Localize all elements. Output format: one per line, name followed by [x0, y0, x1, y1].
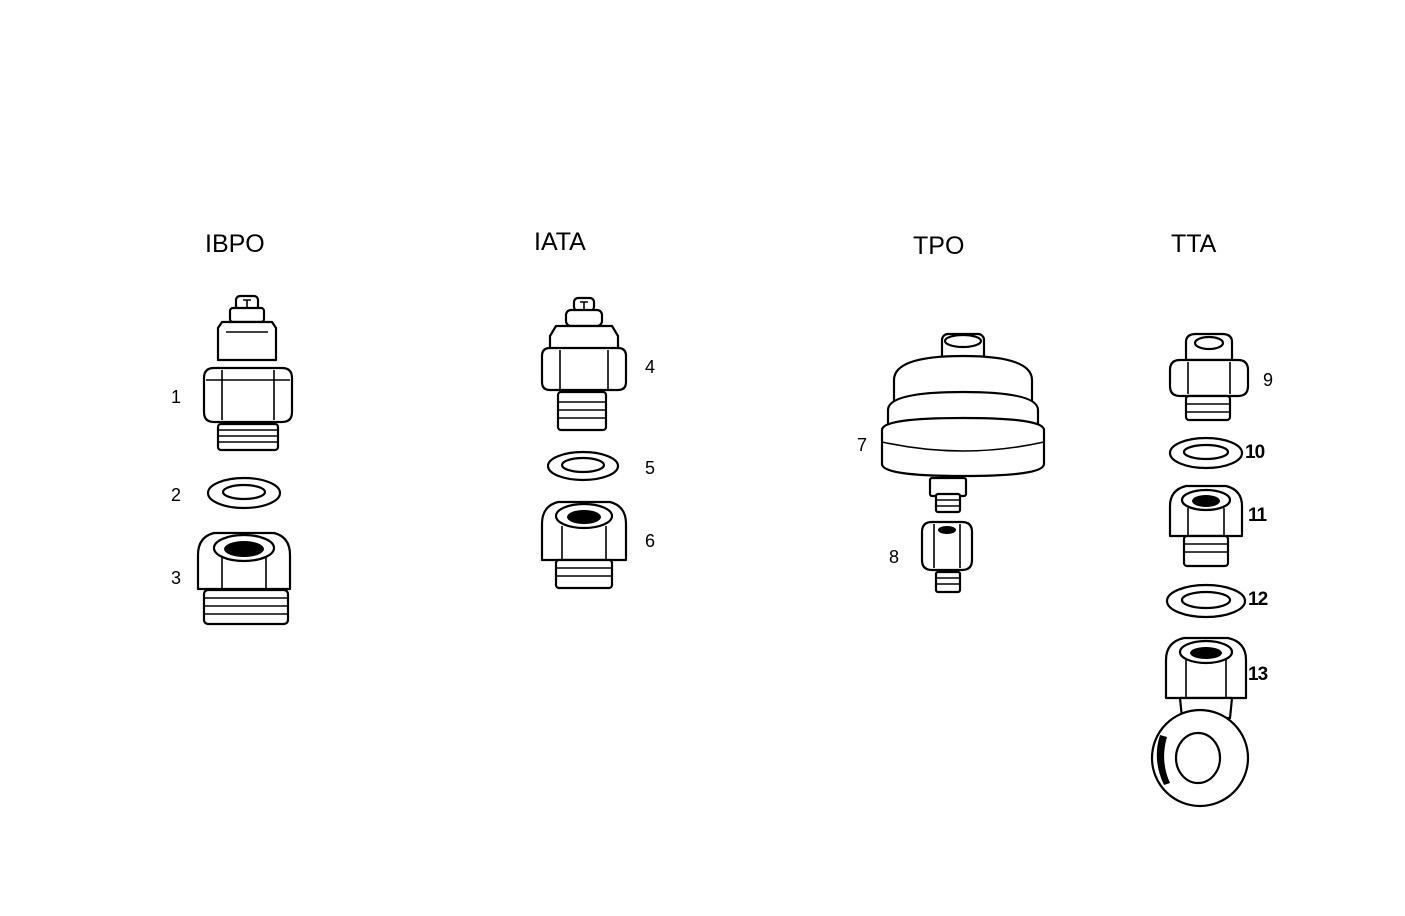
- part-10-washer: [1168, 436, 1244, 470]
- part-11-adapter: [1168, 484, 1244, 568]
- part-7-pressure-sender: [880, 332, 1046, 514]
- part-4-sensor: [540, 296, 628, 432]
- part-9-sensor: [1168, 332, 1250, 422]
- callout-9: 9: [1263, 370, 1273, 390]
- callout-11: 11: [1248, 505, 1268, 526]
- callout-1: 1: [171, 387, 181, 407]
- callout-4: 4: [645, 357, 655, 377]
- group-tpo: TPO 7 8: [857, 232, 1046, 594]
- group-tta: TTA: [1150, 230, 1273, 808]
- callout-13: 13: [1248, 664, 1268, 685]
- callout-2: 2: [171, 485, 181, 505]
- callout-8: 8: [889, 547, 899, 567]
- group-title-ibpo: IBPO: [205, 230, 265, 258]
- group-title-tta: TTA: [1171, 230, 1217, 258]
- group-title-tpo: TPO: [913, 232, 964, 260]
- part-1-sensor: [202, 294, 294, 452]
- group-ibpo: IBPO: [171, 230, 294, 626]
- part-6-adapter: [540, 500, 628, 590]
- callout-3: 3: [171, 568, 181, 588]
- group-iata: IATA 4 5 6: [534, 228, 655, 590]
- callout-12: 12: [1248, 589, 1268, 610]
- part-13-banjo-fitting: [1150, 636, 1250, 808]
- part-2-washer: [206, 476, 282, 510]
- part-12-washer: [1165, 583, 1247, 619]
- callout-6: 6: [645, 531, 655, 551]
- part-8-adapter: [920, 520, 974, 594]
- group-title-iata: IATA: [534, 228, 586, 256]
- callout-5: 5: [645, 458, 655, 478]
- part-3-adapter: [196, 531, 292, 626]
- callout-10: 10: [1245, 442, 1265, 463]
- callout-7: 7: [857, 435, 867, 455]
- part-5-washer: [546, 450, 620, 482]
